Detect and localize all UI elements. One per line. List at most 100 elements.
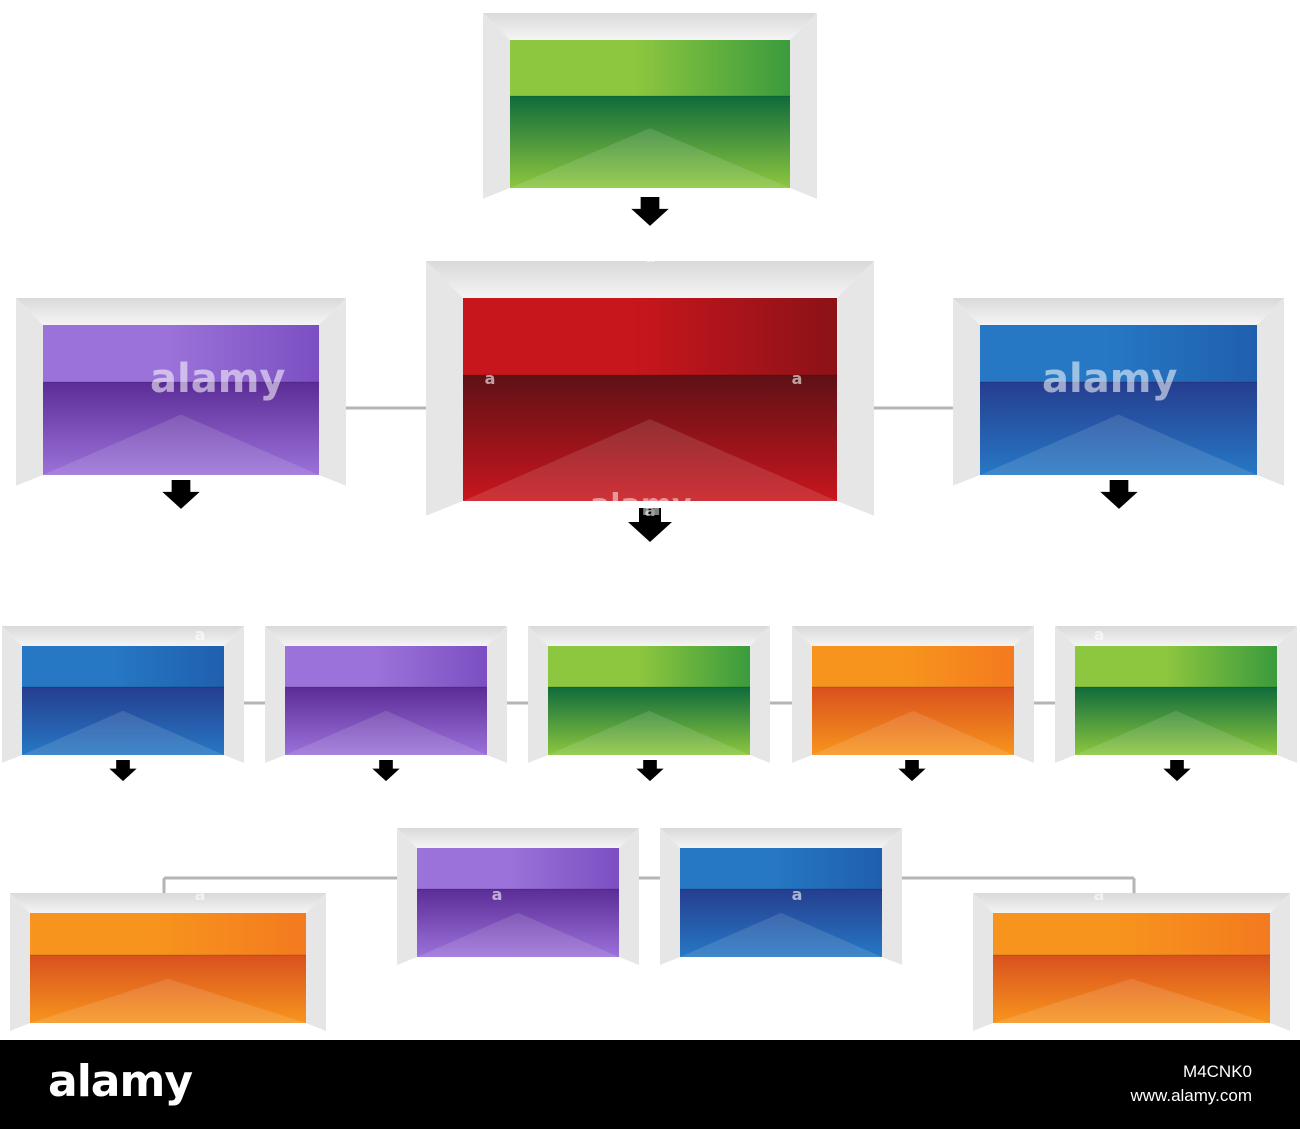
box-chevron (417, 912, 619, 957)
watermark-mark: a (1094, 885, 1105, 904)
watermark-mark: a (907, 782, 918, 801)
box-frame-left (16, 298, 43, 486)
chart-box-mid-left (16, 298, 346, 486)
down-arrow-icon (898, 760, 926, 782)
chart-box-row3-2 (265, 626, 507, 763)
box-frame-left (792, 626, 812, 763)
box-frame-right (306, 893, 326, 1031)
box-frame-left (2, 626, 22, 763)
box-frame-top (660, 828, 902, 848)
box-frame-right (1257, 298, 1284, 486)
box-header (812, 646, 1014, 687)
box-header (463, 298, 837, 375)
box-frame-right (224, 626, 244, 763)
box-header (548, 646, 750, 687)
box-frame-left (265, 626, 285, 763)
chart-box-top (483, 13, 817, 199)
box-frame-right (1014, 626, 1034, 763)
footer-logo: alamy (48, 1056, 193, 1107)
box-frame-top (528, 626, 770, 646)
box-frame-left (483, 13, 510, 199)
box-frame-left (426, 261, 463, 516)
box-body (993, 955, 1270, 1023)
down-arrow-icon (162, 480, 200, 509)
box-chevron (1075, 710, 1277, 755)
box-frame-left (953, 298, 980, 486)
watermark-mark: a (792, 885, 803, 904)
image-id: M4CNK0 (1183, 1062, 1252, 1081)
down-arrow-icon (636, 760, 664, 782)
box-frame-right (750, 626, 770, 763)
box-header (285, 646, 487, 687)
box-header (1075, 646, 1277, 687)
watermark-mark: a (195, 885, 206, 904)
chart-boxes (2, 13, 1297, 1031)
box-chevron (980, 414, 1257, 475)
box-header (30, 913, 306, 955)
watermark-mark: a (645, 782, 656, 801)
footer-bar: alamy M4CNK0 www.alamy.com (0, 1040, 1300, 1129)
box-frame-left (397, 828, 417, 965)
box-chevron (510, 128, 790, 188)
box-frame-right (882, 828, 902, 965)
box-frame-right (619, 828, 639, 965)
box-body (812, 687, 1014, 755)
chart-box-row3-3 (528, 626, 770, 763)
box-body (510, 96, 790, 188)
watermark-mark: a (645, 501, 656, 520)
box-body (417, 889, 619, 957)
box-frame-left (660, 828, 680, 965)
box-body (680, 889, 882, 957)
down-arrow-icon (372, 760, 400, 782)
watermark-mark: a (645, 247, 656, 266)
box-frame-top (397, 828, 639, 848)
watermark-mark: a (485, 369, 496, 388)
down-arrow-icon (1100, 480, 1138, 509)
box-frame-right (837, 261, 874, 516)
chart-box-row4-right (973, 893, 1290, 1031)
box-header (680, 848, 882, 889)
box-body (1075, 687, 1277, 755)
box-frame-left (528, 626, 548, 763)
box-frame-top (265, 626, 507, 646)
box-frame-top (483, 13, 817, 40)
box-frame-top (792, 626, 1034, 646)
box-frame-right (487, 626, 507, 763)
box-header (22, 646, 224, 687)
box-chevron (463, 419, 837, 501)
box-frame-right (1277, 626, 1297, 763)
box-body (980, 382, 1257, 475)
watermark-mark: a (792, 369, 803, 388)
box-body (22, 687, 224, 755)
box-frame-left (1055, 626, 1075, 763)
down-arrow-icon (631, 197, 669, 226)
box-frame-left (973, 893, 993, 1031)
box-body (285, 687, 487, 755)
box-header (417, 848, 619, 889)
down-arrow-icon (109, 760, 137, 782)
box-chevron (993, 978, 1270, 1023)
chart-box-row3-1 (2, 626, 244, 763)
box-frame-right (1270, 893, 1290, 1031)
box-frame-top (973, 893, 1290, 913)
box-header (510, 40, 790, 96)
watermark-mark: a (195, 625, 206, 644)
box-frame-top (10, 893, 326, 913)
watermark-mark: a (1094, 625, 1105, 644)
chart-box-row4-left (10, 893, 326, 1031)
box-header (993, 913, 1270, 955)
box-header (43, 325, 319, 382)
box-frame-top (426, 261, 874, 298)
flow-arrows (109, 197, 1191, 782)
box-frame-top (16, 298, 346, 325)
chart-box-mid-right (953, 298, 1284, 486)
chart-box-row3-5 (1055, 626, 1297, 763)
box-chevron (30, 978, 306, 1023)
down-arrow-icon (1163, 760, 1191, 782)
box-chevron (285, 710, 487, 755)
watermark-mark: a (492, 885, 503, 904)
chart-box-row3-4 (792, 626, 1034, 763)
box-chevron (43, 414, 319, 475)
